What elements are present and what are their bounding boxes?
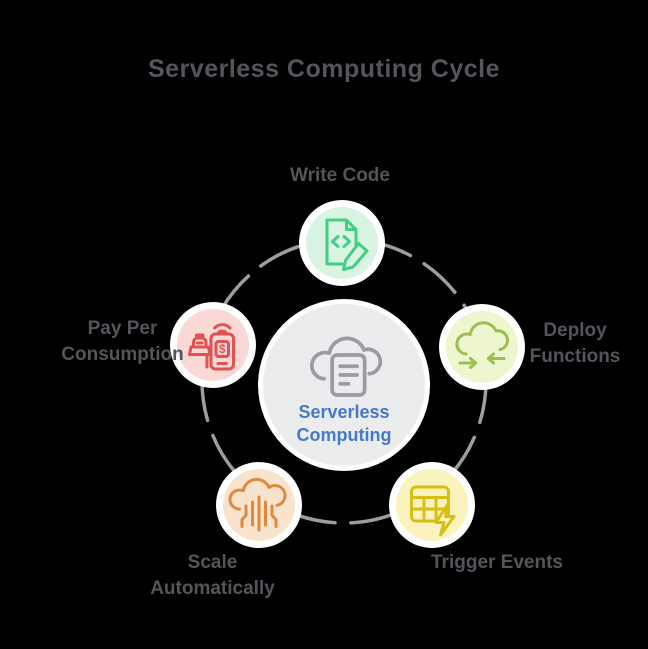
center-title: Serverless Computing [297,401,392,447]
label-line: Functions [529,346,621,367]
label-scale-automatically: Scale Automatically [115,550,310,602]
node-circle [306,207,378,279]
node-trigger-events [389,462,475,548]
dollar-sign: $ [219,344,226,356]
payment-phone-icon: $ [188,323,235,371]
label-trigger-events: Trigger Events [397,550,597,576]
cloud-merge-arrows-icon [455,321,509,369]
label-pay-per-consumption: Pay Per Consumption [35,316,210,368]
node-deploy-functions [439,304,525,390]
center-title-line: Serverless [298,402,390,422]
label-line: Scale [187,552,238,573]
center-circle: Serverless Computing [263,304,425,466]
node-circle [396,469,468,541]
node-scale-automatically [216,462,302,548]
center-title-line: Computing [296,425,392,445]
center-node: Serverless Computing [258,299,430,471]
label-write-code: Write Code [230,163,450,189]
label-line: Deploy [543,320,607,341]
node-pay-per-consumption: $ [170,302,256,388]
label-line: Trigger Events [431,552,563,573]
node-circle [446,311,518,383]
label-line: Consumption [61,344,184,365]
code-document-pencil-icon [325,218,369,271]
diagram-title: Serverless Computing Cycle [147,55,500,83]
node-write-code [299,200,385,286]
label-line: Pay Per [87,318,158,339]
label-line: Automatically [150,578,275,599]
label-line: Write Code [290,165,390,186]
cloud-document-icon [310,336,383,397]
table-lightning-icon [410,485,456,537]
cloud-scaling-lines-icon [228,477,287,532]
label-deploy-functions: Deploy Functions [500,318,648,370]
